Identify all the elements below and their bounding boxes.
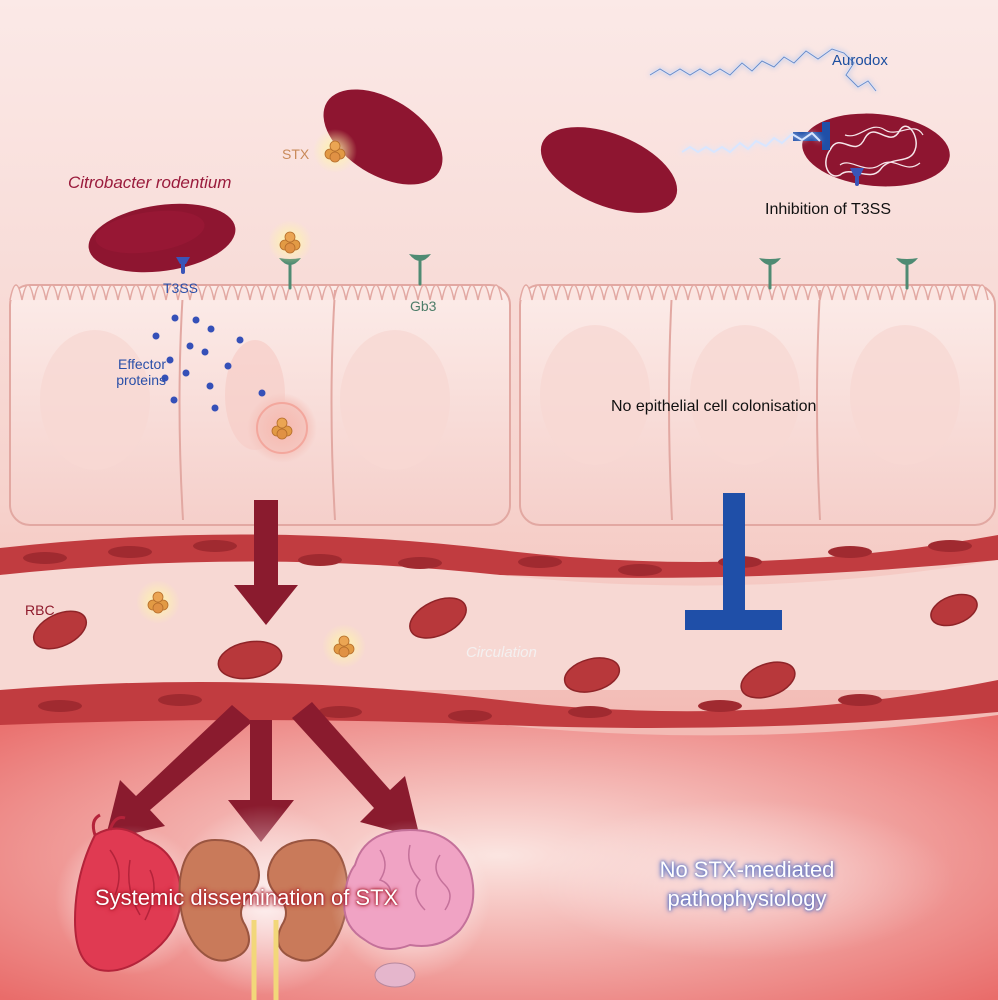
systemic-dissemination-label: Systemic dissemination of STX <box>95 885 399 910</box>
stx-label: STX <box>282 146 310 162</box>
circulation-label: Circulation <box>466 644 537 661</box>
arrow-to-circulation[interactable] <box>234 500 298 625</box>
effector-proteins-label: Effector proteins <box>116 356 166 388</box>
t3ss-label: T3SS <box>163 280 199 296</box>
aurodox-molecule-icon <box>649 47 877 92</box>
no-colonisation-label: No epithelial cell colonisation <box>611 398 817 415</box>
epithelium-right <box>519 284 996 526</box>
inhibition-bar-icon <box>685 493 782 630</box>
rbc-label: RBC <box>25 602 55 618</box>
effector-proteins <box>152 314 266 412</box>
no-pathophysiology-label: No STX-mediated pathophysiology <box>659 857 835 911</box>
inhibition-label: Inhibition of T3SS <box>765 201 892 218</box>
bacterium-label: Citrobacter rodentium <box>68 173 232 192</box>
blocked-t3ss-icon <box>793 122 864 186</box>
aurodox-molecule-small-icon <box>681 131 821 154</box>
epithelium-left <box>9 284 511 526</box>
brain-organ-icon[interactable] <box>330 820 490 988</box>
kidney-organ-icon[interactable] <box>170 805 360 1000</box>
bacterium-left[interactable] <box>84 195 240 281</box>
bacterium-right-inhibited[interactable] <box>799 108 953 193</box>
heart-organ-icon[interactable] <box>55 813 205 975</box>
toxin-cluster-icon <box>136 129 366 668</box>
rbc-group <box>32 593 978 699</box>
gb3-label: Gb3 <box>410 298 437 314</box>
t3ss-needle-icon <box>176 257 190 274</box>
bacterium-right-1[interactable] <box>529 110 689 231</box>
aurodox-label: Aurodox <box>832 52 888 69</box>
